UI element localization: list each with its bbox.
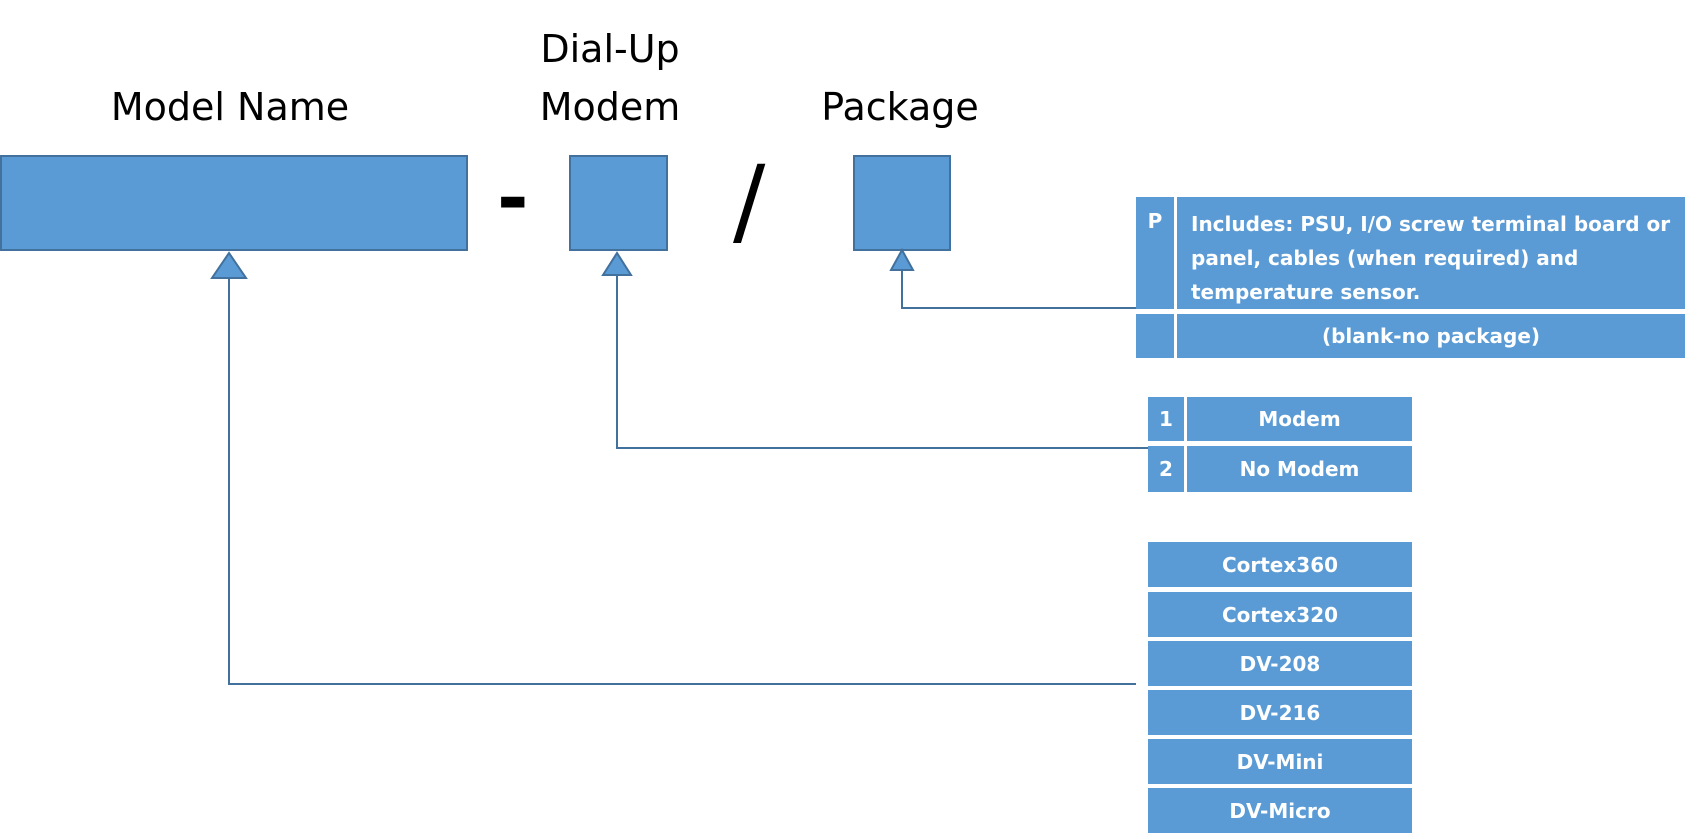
package-arrowhead-icon <box>889 247 915 271</box>
dial-up-modem-header-line2: Modem <box>539 85 681 129</box>
package-option-p-label: Includes: PSU, I/O screw terminal board … <box>1177 197 1685 309</box>
model-option-dv-micro: DV-Micro <box>1148 788 1412 833</box>
modem-option-1-code: 1 <box>1148 397 1184 441</box>
model-connector <box>228 278 1136 685</box>
model-option-cortex320: Cortex320 <box>1148 592 1412 637</box>
model-arrowhead-icon <box>210 251 248 279</box>
modem-connector <box>616 275 1148 449</box>
modem-arrowhead-icon <box>601 251 633 276</box>
package-connector <box>901 265 1136 309</box>
modem-slot <box>569 155 668 251</box>
model-option-dv-208: DV-208 <box>1148 641 1412 686</box>
package-option-p-code: P <box>1136 197 1174 309</box>
dial-up-modem-header-line1: Dial-Up <box>540 27 680 71</box>
package-option-blank-code <box>1136 314 1174 358</box>
package-option-blank-label: (blank-no package) <box>1177 314 1685 358</box>
model-option-cortex360: Cortex360 <box>1148 542 1412 587</box>
modem-option-1-label: Modem <box>1187 397 1412 441</box>
package-header: Package <box>821 85 979 129</box>
slash-separator: / <box>733 145 766 257</box>
model-name-header: Model Name <box>110 85 350 129</box>
model-option-dv-216: DV-216 <box>1148 690 1412 735</box>
dash-separator: - <box>497 153 529 242</box>
model-name-slot <box>0 155 468 251</box>
model-option-dv-mini: DV-Mini <box>1148 739 1412 784</box>
modem-option-2-code: 2 <box>1148 446 1184 492</box>
modem-option-2-label: No Modem <box>1187 446 1412 492</box>
